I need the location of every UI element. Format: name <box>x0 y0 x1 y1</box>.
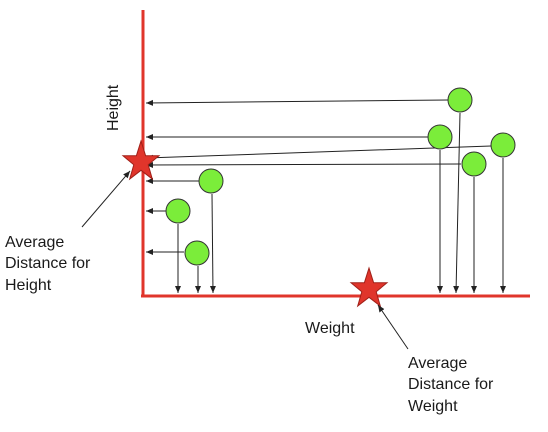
weight-arrows <box>175 112 506 294</box>
weight-annotation-line-3: Weight <box>408 398 458 415</box>
height-arrows <box>145 99 492 255</box>
green-circle-icon <box>447 87 473 113</box>
weight-arrow <box>453 112 461 294</box>
weight-annotation-line-1: Average <box>408 355 467 372</box>
height-arrow <box>145 99 449 106</box>
green-circle-icon <box>490 132 516 158</box>
green-circle-icon <box>461 151 487 177</box>
x-axis-label: Weight <box>305 320 355 337</box>
green-circle-icon <box>198 168 224 194</box>
green-circle-icon <box>184 240 210 266</box>
weight-annotation-arrow <box>377 304 409 350</box>
height-annotation-arrow <box>81 170 131 228</box>
data-points <box>165 87 516 266</box>
weight-arrow <box>209 193 216 294</box>
height-annotation-line-1: Average <box>5 234 64 251</box>
green-circle-icon <box>427 124 453 150</box>
height-arrow <box>145 161 462 168</box>
green-circle-icon <box>165 198 191 224</box>
red-star-icon-height <box>121 139 161 181</box>
weight-annotation-line-2: Distance for <box>408 376 494 393</box>
height-arrow <box>145 145 492 161</box>
red-star-icon-weight <box>349 266 389 308</box>
y-axis-label: Height <box>105 84 122 131</box>
height-annotation-line-3: Height <box>5 277 52 294</box>
height-annotation-line-2: Distance for <box>5 255 91 272</box>
